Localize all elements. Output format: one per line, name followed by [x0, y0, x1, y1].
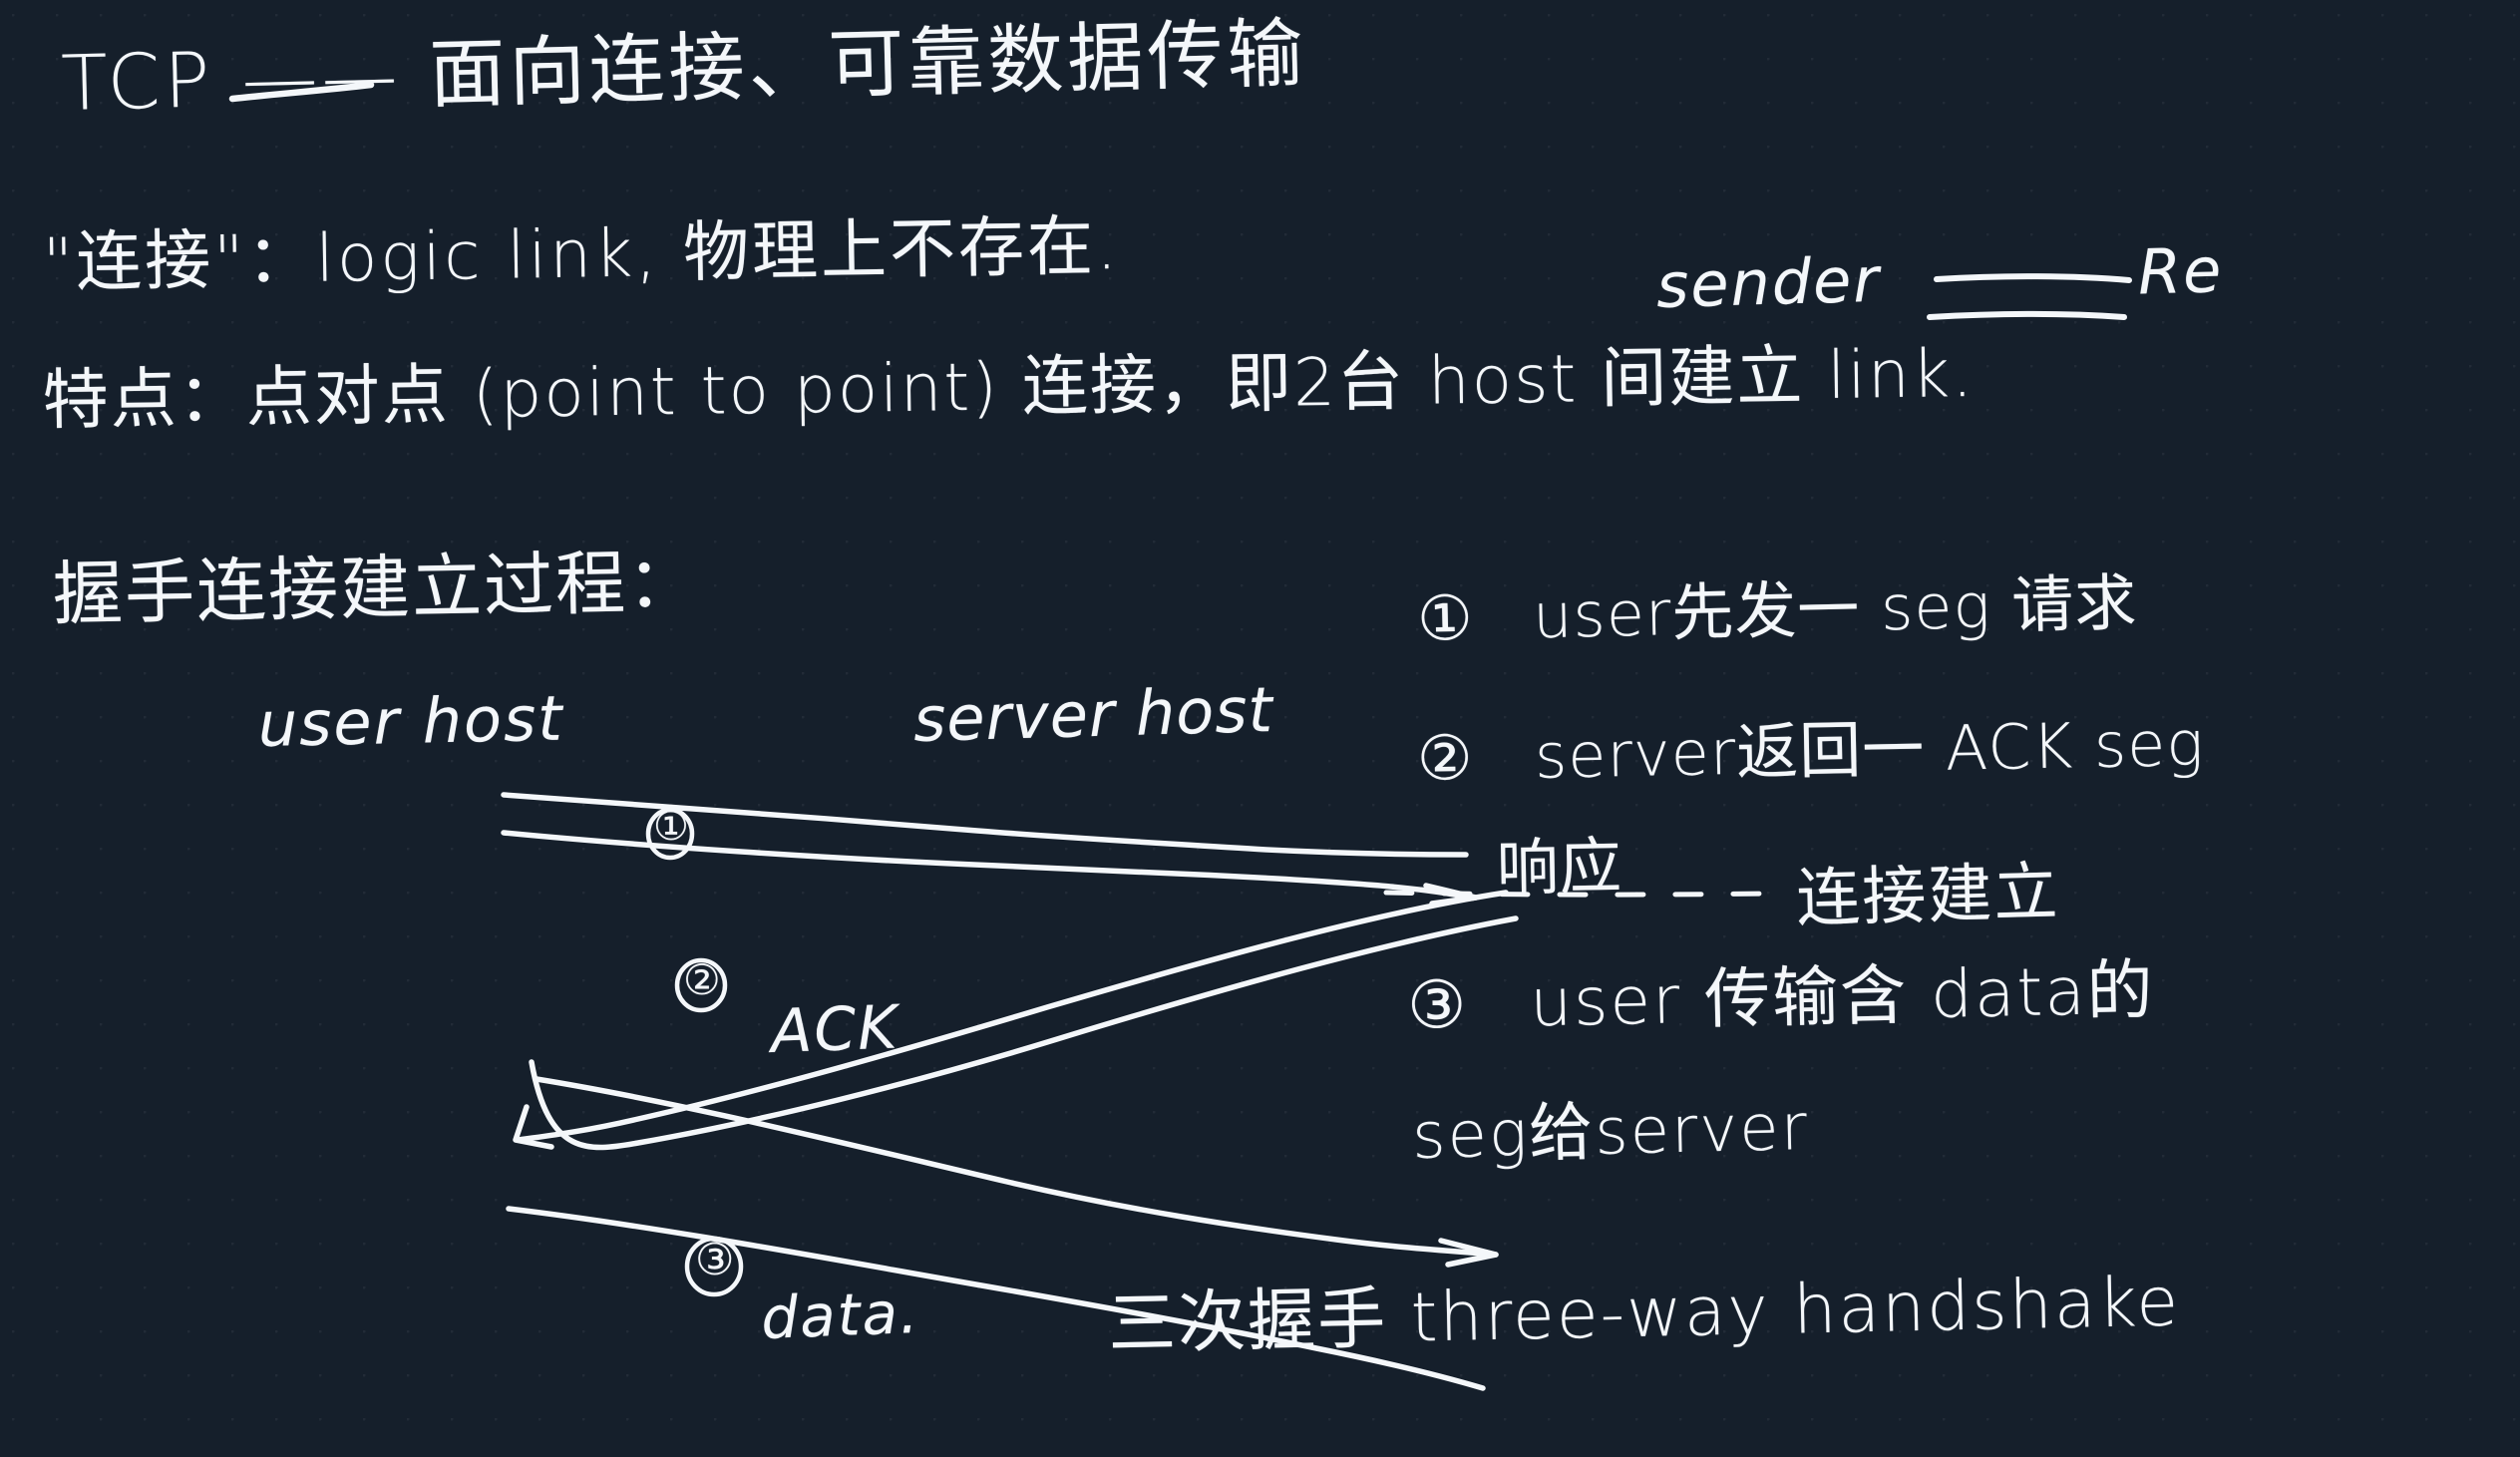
arrow-2-label-ack: ACK [770, 992, 900, 1067]
step-3-text: user 传输含 data的 [1529, 951, 2156, 1042]
step-1-text: user先发一 seg 请求 [1532, 565, 2139, 653]
arrow-3-label-data: data. [760, 1277, 921, 1352]
step-1-number: ① [1416, 580, 1475, 655]
receiver-label-truncated: Re [2136, 233, 2225, 309]
arrow-1-number: ① [653, 804, 690, 850]
arrow-1-stroke [501, 792, 1479, 907]
step-3-continuation: seg给server [1411, 1090, 1810, 1174]
arrow-2-stroke [513, 890, 1519, 1151]
note-line-connection: "连接"：logic link, 物理上不存在. [42, 207, 1121, 301]
arrow-3-number: ③ [695, 1235, 735, 1285]
step-3: ③ user 传输含 data的 [1406, 936, 2156, 1048]
label-server-host: server host [912, 672, 1274, 756]
step-2-continuation: 响应 [1496, 829, 1623, 905]
note-handshake-heading: 握手连接建立过程： [52, 541, 700, 635]
arrow-2-number: ② [683, 955, 722, 1004]
step-3-number: ③ [1406, 965, 1470, 1044]
note-line-feature: 特点：点对点 (point to point) 连接，即2台 host 间建立 … [42, 334, 1976, 439]
step-2: ② server返回一 ACK seg [1416, 693, 2205, 798]
step-2-text: server返回一 ACK seg [1534, 706, 2206, 793]
note-side-sender: sender Re [1655, 233, 2224, 322]
label-user-host: user host [257, 681, 565, 761]
sender-gap [1903, 294, 2117, 300]
step-2-number: ② [1416, 720, 1475, 795]
annotation-connection-established: 连接建立 [1795, 856, 2061, 936]
footer-three-way-handshake: 三次握手 three-way handshake [1107, 1263, 2181, 1364]
sender-label: sender [1655, 242, 1882, 322]
step-1: ① user先发一 seg 请求 [1416, 552, 2138, 658]
note-title: TCP —— 面向连接、可靠数据传输 [60, 8, 1308, 128]
